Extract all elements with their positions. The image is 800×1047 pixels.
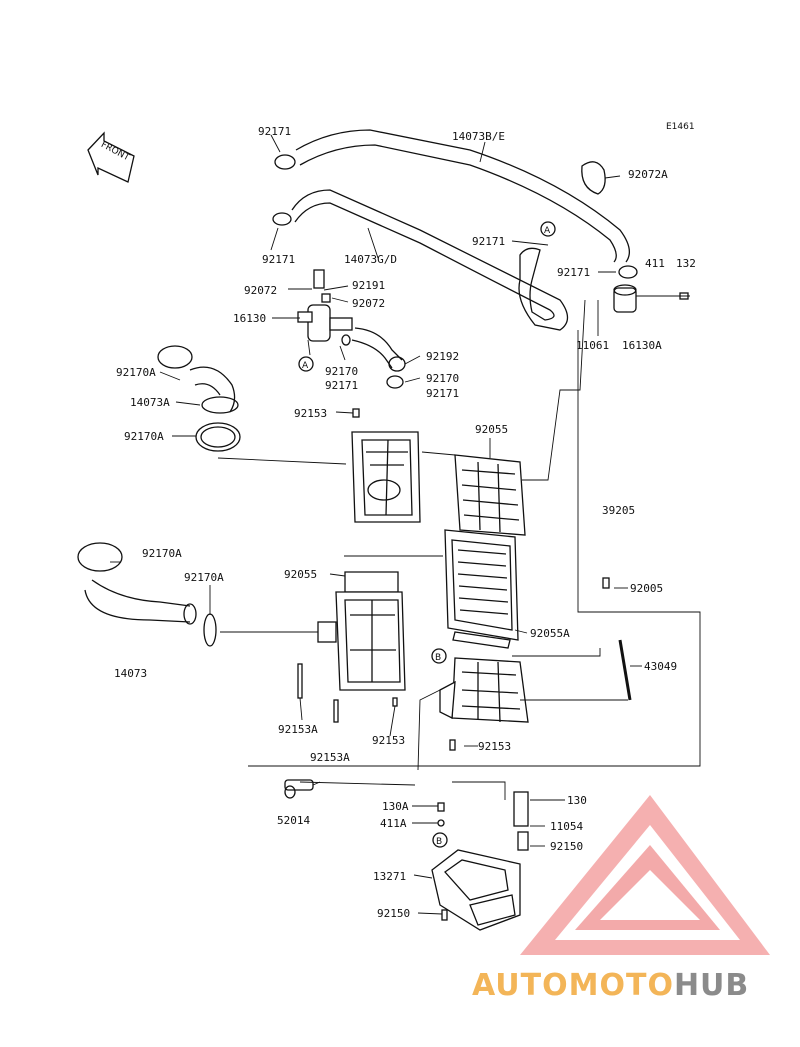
part-label: 92153 [372, 734, 405, 747]
front-arrow-icon: FRONT [87, 131, 135, 183]
part-label: 92171 [258, 125, 291, 138]
part-label: 92153 [478, 740, 511, 753]
part-label: 92055 [284, 568, 317, 581]
bracket-13271 [431, 791, 529, 931]
part-label: 92072 [352, 297, 385, 310]
ref-marker-a-bottom: A [298, 356, 314, 372]
part-label: 92170A [142, 547, 182, 560]
part-label: 92072A [628, 168, 668, 181]
part-label: 92171 [325, 379, 358, 392]
intercooler-core [444, 454, 526, 649]
valve-16130 [297, 269, 406, 389]
part-label: 92171 [557, 266, 590, 279]
leader-lines [110, 134, 701, 915]
logo-text-hub: HUB [674, 968, 749, 1003]
svg-text:B: B [435, 653, 441, 663]
clamp-92072a [581, 161, 606, 195]
part-label: 92171 [472, 235, 505, 248]
part-label: 92170A [116, 366, 156, 379]
hose-14073gd [272, 189, 569, 331]
automotohub-logo: AUTOMOTOHUB [472, 795, 770, 1003]
part-label: 39205 [602, 504, 635, 517]
part-label: 14073A [130, 396, 170, 409]
part-label: 92150 [377, 907, 410, 920]
part-label: 92170 [426, 372, 459, 385]
ref-marker-b-top: B [431, 648, 447, 664]
svg-text:AUTOMOTOHUB: AUTOMOTOHUB [472, 968, 749, 1003]
ref-marker-b-bottom: B [432, 832, 448, 848]
ref-marker-a-top: A [540, 221, 556, 237]
part-label: 16130 [233, 312, 266, 325]
part-label: 92171 [426, 387, 459, 400]
part-label: 92055A [530, 627, 570, 640]
part-label: 92005 [630, 582, 663, 595]
part-label: 14073 [114, 667, 147, 680]
part-label: 92171 [262, 253, 295, 266]
part-label: 92055 [475, 423, 508, 436]
part-label: 11061 [576, 339, 609, 352]
part-label: 52014 [277, 814, 310, 827]
part-label: 14073B/E [452, 130, 505, 143]
part-labels: 92171 14073B/E 92072A 92171 14073G/D 921… [114, 125, 696, 920]
part-label: 43049 [644, 660, 677, 673]
svg-text:A: A [544, 226, 551, 236]
elbow-hose-14073a [157, 345, 241, 452]
part-label: 411A [380, 817, 407, 830]
svg-text:A: A [302, 361, 309, 371]
svg-text:B: B [436, 837, 442, 847]
cover-upper-92055 [351, 431, 421, 523]
part-label: 13271 [373, 870, 406, 883]
hose-14073be [274, 129, 631, 263]
fitting-52014 [284, 779, 314, 799]
part-label: 92153A [278, 723, 318, 736]
cover-lower-92055 [317, 571, 406, 691]
part-label: 92192 [426, 350, 459, 363]
part-label: 92170A [184, 571, 224, 584]
part-label: 14073G/D [344, 253, 397, 266]
part-label: 130A [382, 800, 409, 813]
logo-text-automoto: AUTOMOTO [472, 968, 674, 1003]
fitting-16130a [613, 265, 690, 313]
bolts [297, 408, 610, 751]
part-label: 92191 [352, 279, 385, 292]
part-label: 92072 [244, 284, 277, 297]
part-label: 92153 [294, 407, 327, 420]
part-label: 130 [567, 794, 587, 807]
part-label: 92170 [325, 365, 358, 378]
part-label: 411 [645, 257, 665, 270]
part-label: 92153A [310, 751, 350, 764]
diagram-code: E1461 [666, 122, 695, 132]
part-label: 92170A [124, 430, 164, 443]
bolt-43049 [618, 639, 632, 701]
part-label: 11054 [550, 820, 583, 833]
part-label: 16130A [622, 339, 662, 352]
part-label: 92150 [550, 840, 583, 853]
part-label: 132 [676, 257, 696, 270]
lower-tank [439, 657, 529, 723]
